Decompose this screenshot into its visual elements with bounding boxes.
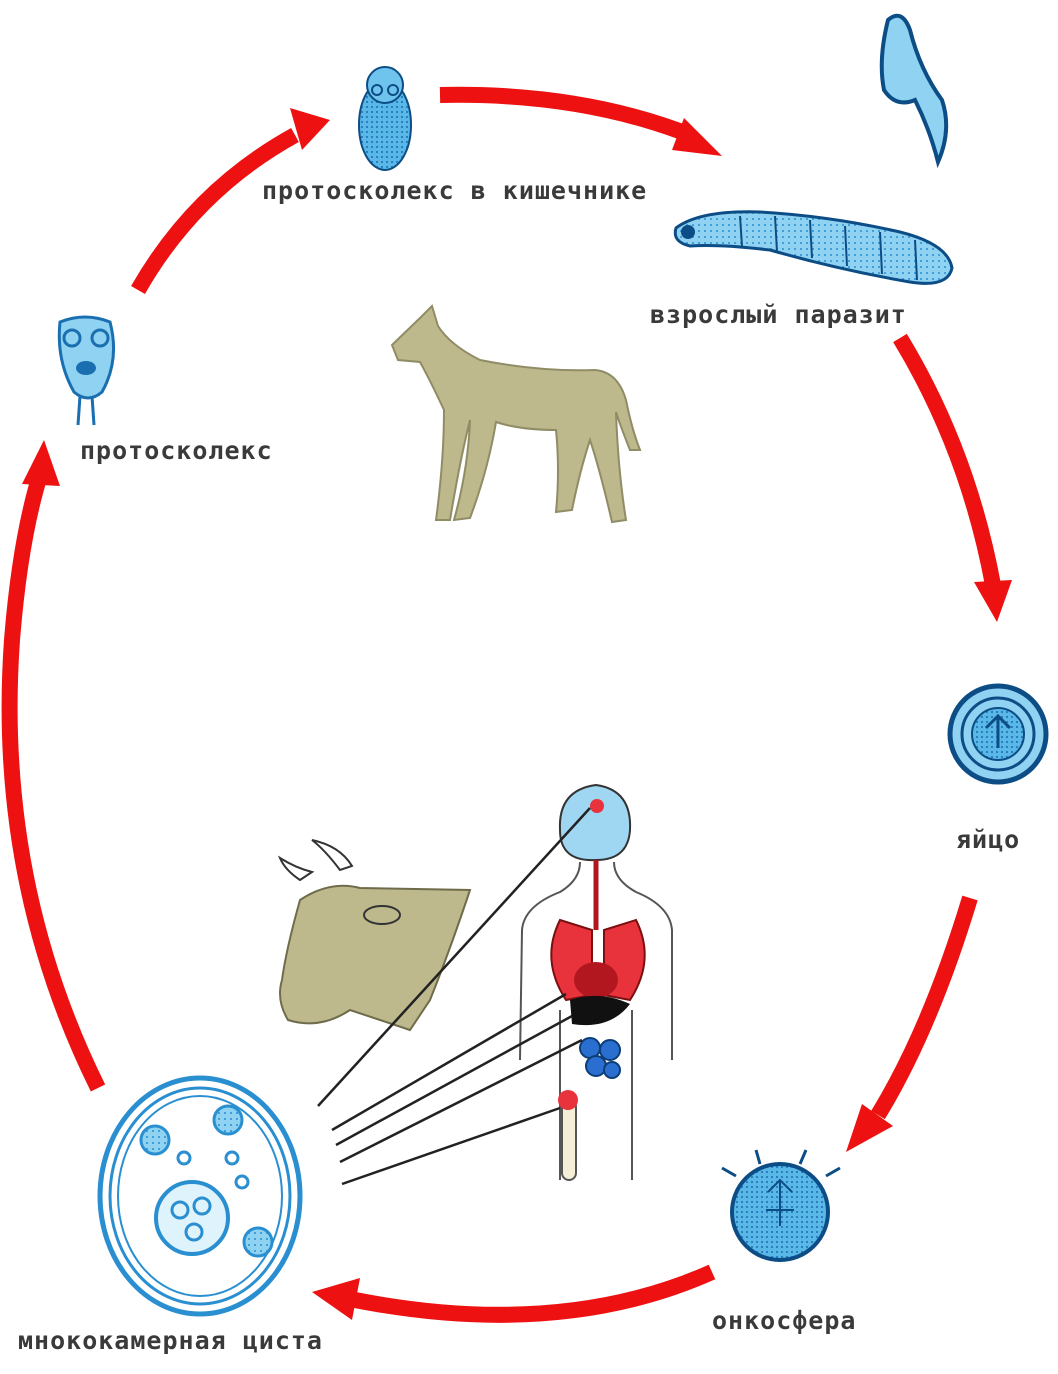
adult-parasite-icon — [675, 16, 952, 284]
label-multichamber-cyst: мнококамерная циста — [18, 1326, 323, 1355]
egg-icon — [950, 686, 1046, 782]
dog-icon — [392, 306, 640, 522]
arrowhead-5 — [312, 1278, 360, 1320]
arrowhead-3 — [974, 580, 1012, 622]
label-adult-parasite: взрослый паразит — [650, 300, 907, 329]
cow-head-icon — [280, 840, 470, 1030]
arrowhead-6 — [22, 440, 60, 486]
arrow-egg-to-oncosphere — [878, 898, 970, 1115]
arrow-protoscolex-to-intestine — [138, 135, 295, 290]
arrow-oncosphere-to-cyst — [355, 1272, 712, 1315]
arrowhead-1 — [290, 108, 330, 150]
protoscolex-intestine-icon — [359, 67, 411, 170]
label-protoscolex-intestine: протосколекс в кишечнике — [262, 176, 647, 205]
oncosphere-icon — [722, 1150, 840, 1260]
multichamber-cyst-icon — [100, 1078, 300, 1314]
human-organs-icon — [520, 785, 672, 1180]
arrow-adult-to-egg — [900, 338, 993, 585]
arrow-cyst-to-protoscolex — [10, 475, 98, 1088]
label-protoscolex: протосколекс — [80, 436, 273, 465]
arrow-intestine-to-adult — [440, 95, 690, 135]
label-egg: яйцо — [956, 825, 1020, 854]
protoscolex-icon — [59, 317, 113, 425]
label-oncosphere: онкосфера — [712, 1306, 856, 1335]
